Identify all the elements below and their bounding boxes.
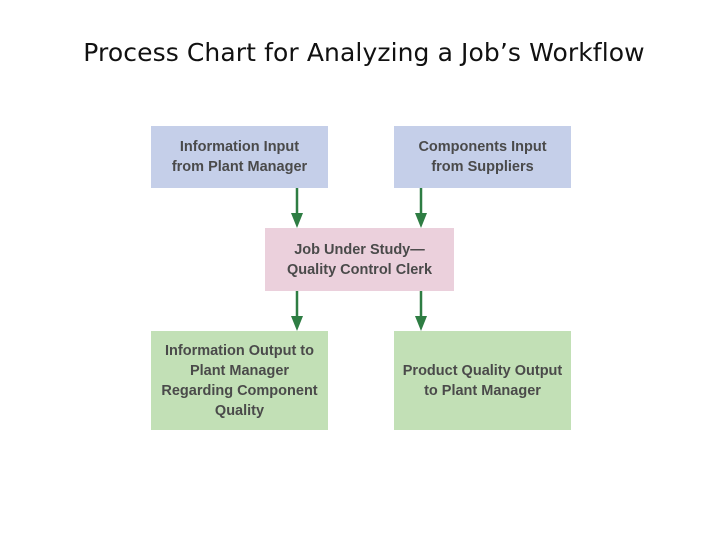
- job-under-study-box: Job Under Study— Quality Control Clerk: [265, 228, 454, 291]
- chart-title: Process Chart for Analyzing a Job’s Work…: [83, 38, 645, 67]
- components-input-label: Components Input from Suppliers: [418, 139, 547, 175]
- job-under-study-label: Job Under Study— Quality Control Clerk: [286, 241, 433, 278]
- product-quality-output-box: Product Quality Output to Plant Manager: [394, 331, 571, 430]
- information-output-box: Information Output to Plant Manager Rega…: [151, 331, 328, 430]
- arrow-components-to-job: [415, 188, 427, 228]
- information-input-label: Information Input from Plant Manager: [171, 139, 308, 175]
- information-input-box: Information Input from Plant Manager: [151, 126, 328, 188]
- components-input-box: Components Input from Suppliers: [394, 126, 571, 188]
- arrow-job-to-info-output: [291, 291, 303, 331]
- information-output-label: Information Output to Plant Manager Rega…: [161, 342, 318, 419]
- arrow-info-input-to-job: [291, 188, 303, 228]
- product-quality-output-label: Product Quality Output to Plant Manager: [402, 362, 563, 399]
- arrow-job-to-product-output: [415, 291, 427, 331]
